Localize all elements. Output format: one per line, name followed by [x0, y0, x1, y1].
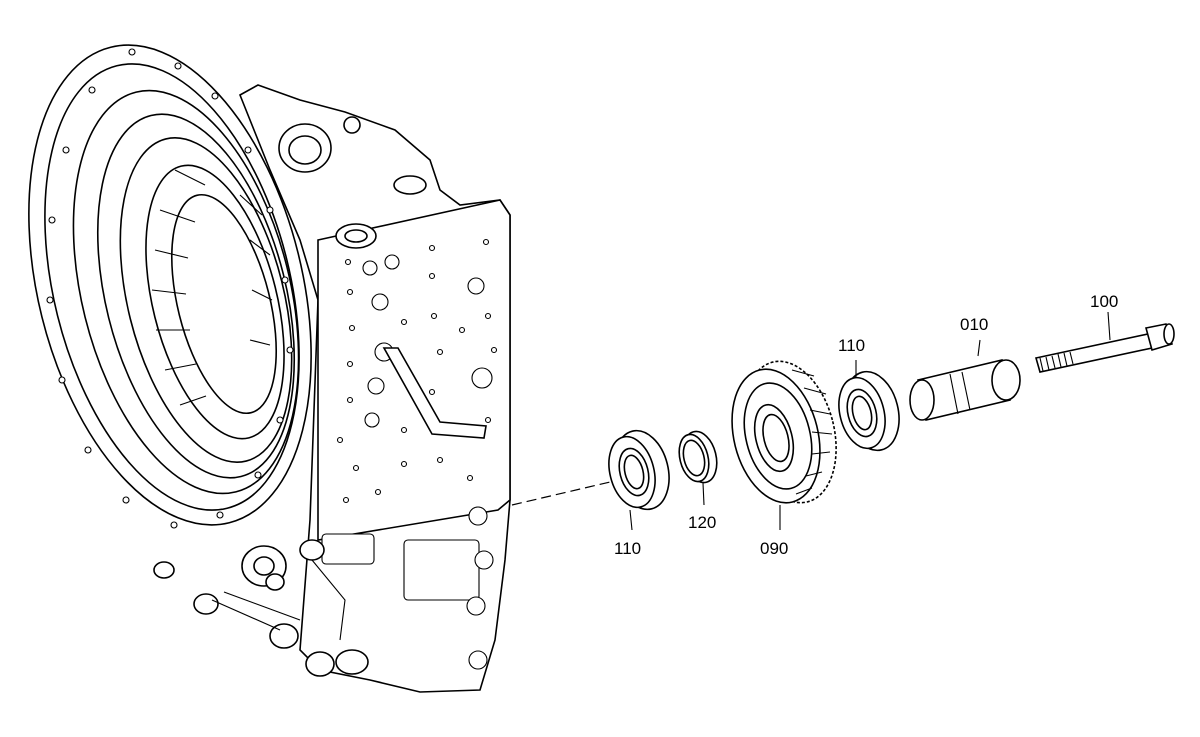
- ring-part: [678, 430, 718, 506]
- callout-bearing-right: 110: [838, 336, 865, 355]
- callout-bearing-left: 110: [614, 539, 641, 558]
- bearing-part: [838, 360, 900, 452]
- gear-part: [731, 360, 837, 530]
- transmission-housing: [28, 44, 511, 693]
- callout-ring: 120: [688, 513, 716, 532]
- assembly-axis-line: [511, 481, 611, 506]
- shaft-part: [909, 339, 1021, 421]
- bearing-part: [608, 429, 670, 531]
- callout-shaft: 010: [960, 315, 988, 334]
- callout-bolt: 100: [1090, 292, 1118, 311]
- callout-gear: 090: [760, 539, 788, 558]
- bolt-part: [1034, 311, 1175, 373]
